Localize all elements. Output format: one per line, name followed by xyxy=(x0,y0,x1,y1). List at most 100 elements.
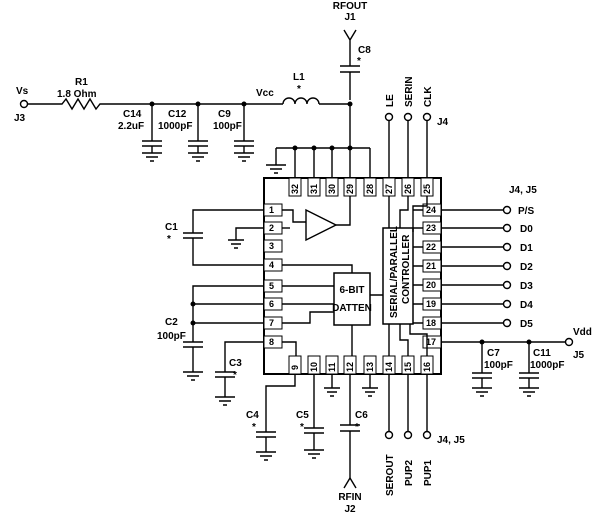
l1-label: L1 xyxy=(293,72,305,83)
capacitor-c1: C1 * xyxy=(165,209,264,266)
pin-4: 4 xyxy=(269,260,274,270)
c9-label: C9 xyxy=(218,109,231,120)
pin-14: 14 xyxy=(384,362,394,372)
c7-value: 100pF xyxy=(484,360,513,371)
pin-13: 13 xyxy=(365,362,375,372)
pin-27: 27 xyxy=(384,184,394,194)
rfout-label: RFOUT xyxy=(333,1,367,12)
pin-16: 16 xyxy=(422,362,432,372)
capacitor-c3: C3 * xyxy=(215,341,264,406)
c4-star: * xyxy=(252,422,256,433)
d5-label: D5 xyxy=(520,319,533,330)
d3-label: D3 xyxy=(520,281,533,292)
c5-star: * xyxy=(300,422,304,433)
pin-7: 7 xyxy=(269,318,274,328)
parallel-inputs: P/S D0 D1 D2 D3 D4 D5 xyxy=(441,205,534,330)
pin-23: 23 xyxy=(426,223,436,233)
c8-label: C8 xyxy=(358,45,371,56)
d2-label: D2 xyxy=(520,262,533,273)
pin-32: 32 xyxy=(290,184,300,194)
c2-label: C2 xyxy=(165,317,178,328)
pin-1: 1 xyxy=(269,205,274,215)
top-pins: 32 31 30 29 28 27 26 25 xyxy=(288,177,434,197)
j4-j5-label-bottom: J4, J5 xyxy=(437,435,465,446)
pin-26: 26 xyxy=(403,184,413,194)
capacitor-c9: C9 100pF xyxy=(213,104,254,162)
d4-label: D4 xyxy=(520,300,533,311)
pin-15: 15 xyxy=(403,362,413,372)
j2-label: J2 xyxy=(344,504,356,515)
pin13-ground xyxy=(362,374,378,397)
top-ground-bus xyxy=(266,104,371,178)
r1-value: 1.8 Ohm xyxy=(57,89,97,100)
c12-value: 1000pF xyxy=(158,121,192,132)
c7-label: C7 xyxy=(487,348,500,359)
serout-output: SEROUT xyxy=(384,374,396,496)
pin-28: 28 xyxy=(365,184,375,194)
capacitor-c8: C8 * xyxy=(340,45,371,100)
rfin-connector: RFIN J2 xyxy=(338,476,362,515)
j4-j5-label-top: J4, J5 xyxy=(509,185,537,196)
ps-label: P/S xyxy=(518,206,534,217)
capacitor-c6: C6 * xyxy=(340,374,368,478)
pin-31: 31 xyxy=(309,184,319,194)
capacitor-c11: C11 1000pF xyxy=(519,342,564,397)
capacitor-c2: C2 100pF xyxy=(157,285,264,381)
pin-18: 18 xyxy=(426,318,436,328)
pin-12: 12 xyxy=(345,362,355,372)
serout-label: SEROUT xyxy=(385,454,396,496)
amplifier-symbol xyxy=(282,196,351,242)
j4-label: J4 xyxy=(437,117,449,128)
c11-value: 1000pF xyxy=(530,360,564,371)
datten-line2: DATTEN xyxy=(332,303,372,314)
c12-label: C12 xyxy=(168,109,187,120)
clk-label: CLK xyxy=(423,86,434,107)
le-input: LE xyxy=(384,94,396,178)
pup2-input: PUP2 xyxy=(403,374,415,486)
controller-block: SERIAL/PARALLEL CONTROLLER xyxy=(382,196,428,356)
pin-11: 11 xyxy=(327,362,337,372)
c2-value: 100pF xyxy=(157,331,186,342)
capacitor-c4: C4 * xyxy=(246,374,296,461)
vs-label: Vs xyxy=(16,86,29,97)
pin-20: 20 xyxy=(426,280,436,290)
c3-label: C3 xyxy=(229,358,242,369)
pin-21: 21 xyxy=(426,261,436,271)
c8-star: * xyxy=(357,56,361,67)
pup1-input: PUP1 J4, J5 xyxy=(422,374,465,486)
pin-10: 10 xyxy=(309,362,319,372)
capacitor-c12: C12 1000pF xyxy=(158,101,208,162)
pin-3: 3 xyxy=(269,241,274,251)
vdd-supply: Vdd J5 xyxy=(441,327,592,361)
j5-label: J5 xyxy=(573,350,585,361)
c4-label: C4 xyxy=(246,410,259,421)
pin-5: 5 xyxy=(269,281,274,291)
d1-label: D1 xyxy=(520,243,533,254)
pin2-ground xyxy=(228,227,264,249)
l1-star: * xyxy=(297,84,301,95)
pup1-label: PUP1 xyxy=(423,459,434,486)
c5-label: C5 xyxy=(296,410,309,421)
pin-6: 6 xyxy=(269,299,274,309)
pin-19: 19 xyxy=(426,299,436,309)
c9-value: 100pF xyxy=(213,121,242,132)
controller-line1: SERIAL/PARALLEL xyxy=(389,226,400,318)
capacitor-c5: C5 * xyxy=(296,374,324,459)
c1-star: * xyxy=(167,234,171,245)
j3-label: J3 xyxy=(14,113,26,124)
pin-29: 29 xyxy=(345,184,355,194)
datten-line1: 6-BIT xyxy=(340,285,365,296)
pin-30: 30 xyxy=(327,184,337,194)
pin-8: 8 xyxy=(269,337,274,347)
rfin-label: RFIN xyxy=(338,492,361,503)
clk-input: CLK J4 xyxy=(422,86,449,178)
vdd-label: Vdd xyxy=(573,327,592,338)
pin-25: 25 xyxy=(422,184,432,194)
j1-label: J1 xyxy=(344,12,356,23)
r1-label: R1 xyxy=(75,77,88,88)
serin-label: SERIN xyxy=(404,76,415,107)
pin-22: 22 xyxy=(426,242,436,252)
datten-block: 6-BIT DATTEN xyxy=(282,264,383,356)
vs-connector: Vs J3 xyxy=(14,86,29,124)
